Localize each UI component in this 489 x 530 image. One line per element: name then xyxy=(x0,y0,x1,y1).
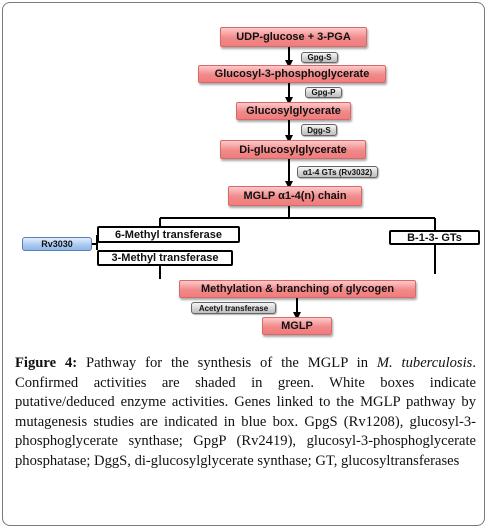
caption-label: Figure 4: xyxy=(15,355,78,371)
node-di-glucosylglycerate: Di-glucosylglycerate xyxy=(220,140,366,159)
figure-frame xyxy=(2,2,485,526)
gene-rv3030: Rv3030 xyxy=(22,237,92,251)
node-glucosyl-3-phosphoglycerate: Glucosyl-3-phosphoglycerate xyxy=(198,65,386,83)
enzyme-acetyl-transferase: Acetyl transferase xyxy=(191,302,276,314)
enzyme-a14-gts: α1-4 GTs (Rv3032) xyxy=(297,166,378,178)
figure-caption: Figure 4: Pathway for the synthesis of t… xyxy=(15,354,476,472)
node-mglp: MGLP xyxy=(262,317,332,335)
enzyme-gpg-p: Gpg-P xyxy=(305,87,342,98)
caption-text-after: . Confirmed activities are shaded in gre… xyxy=(15,355,477,469)
node-udp-glucose-3pga: UDP-glucose + 3-PGA xyxy=(220,27,367,47)
box-3-methyl-transferase: 3-Methyl transferase xyxy=(97,250,233,266)
caption-organism: M. tuberculosis xyxy=(376,355,473,371)
node-glucosylglycerate: Glucosylglycerate xyxy=(236,102,351,120)
caption-text-before: Pathway for the synthesis of the MGLP in xyxy=(77,355,377,371)
node-mglp-chain: MGLP α1-4(n) chain xyxy=(228,186,362,206)
node-methylation-branching: Methylation & branching of glycogen xyxy=(179,280,416,298)
enzyme-gpg-s: Gpg-S xyxy=(301,52,338,63)
enzyme-dgg-s: Dgg-S xyxy=(301,124,337,136)
box-6-methyl-transferase: 6-Methyl transferase xyxy=(97,226,240,243)
box-b-1-3-gts: B-1-3- GTs xyxy=(389,230,480,245)
